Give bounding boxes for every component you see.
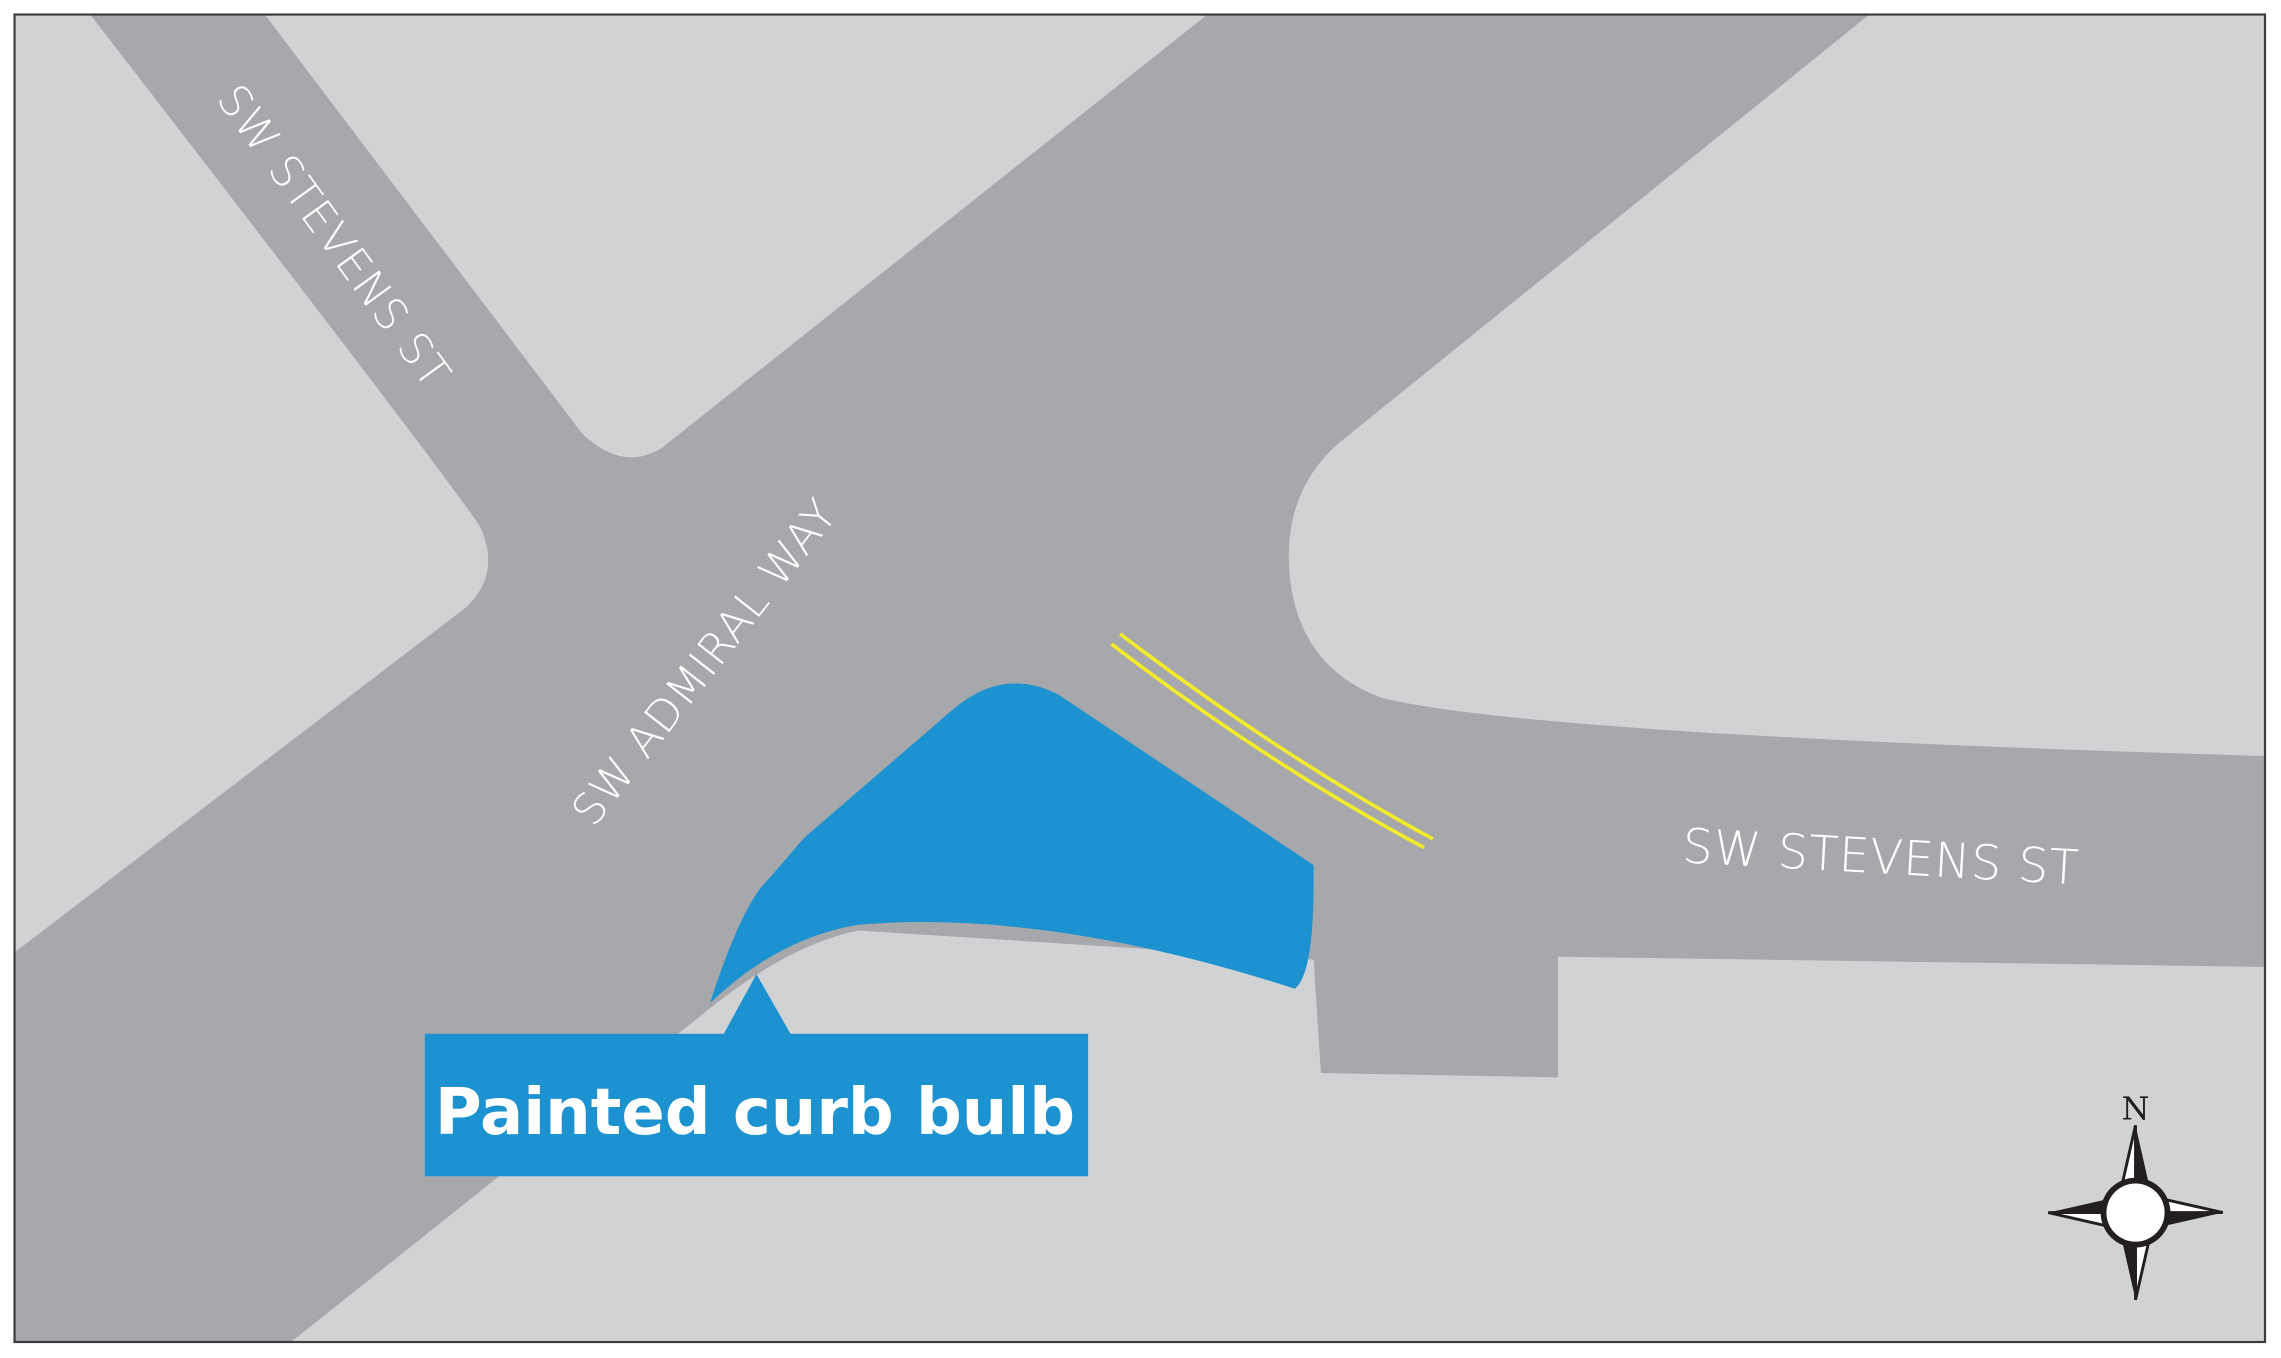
map-frame bbox=[13, 13, 2267, 1344]
road-surface bbox=[14, 14, 2265, 1343]
callout-box bbox=[424, 1033, 1089, 1177]
curb-bulb bbox=[709, 683, 1314, 1004]
callout-label: Painted curb bulb bbox=[435, 1076, 1075, 1150]
double-yellow-centerline bbox=[1110, 632, 1434, 850]
compass-rose-icon: N bbox=[2047, 1090, 2224, 1301]
compass-north-label: N bbox=[2122, 1090, 2150, 1128]
curb-bulb-callout: Painted curb bulb bbox=[424, 974, 1089, 1177]
road-network bbox=[14, 14, 2265, 1343]
callout-pointer bbox=[722, 974, 792, 1036]
